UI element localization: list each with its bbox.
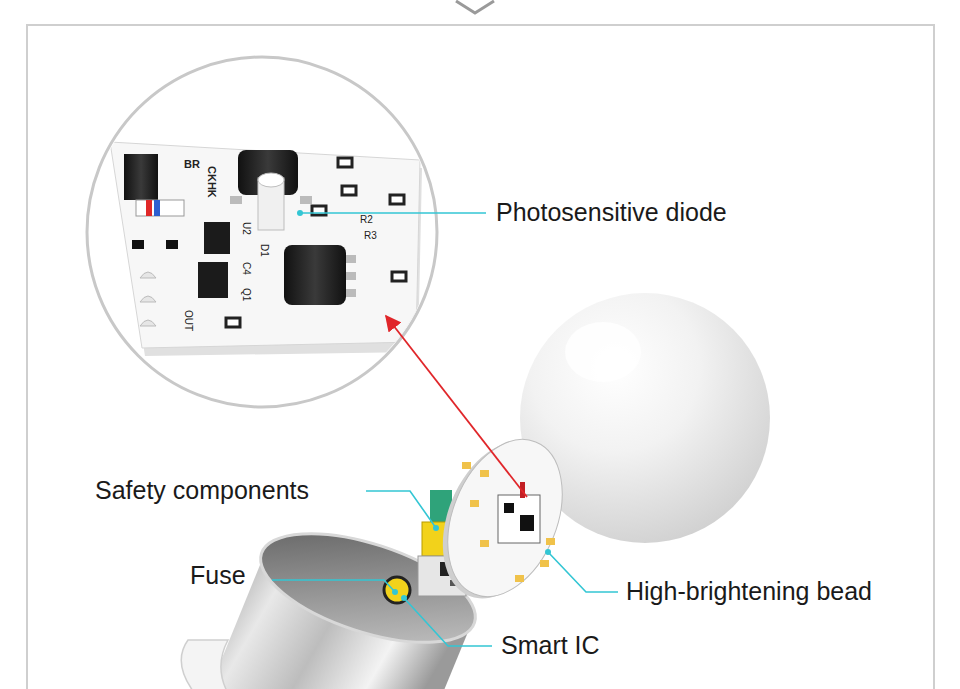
magnifier <box>390 195 404 204</box>
led-disc <box>504 503 514 513</box>
callout-label: Fuse <box>190 561 246 590</box>
led-disc <box>520 515 534 531</box>
silkscreen-label: BR <box>184 158 200 171</box>
led-disc <box>480 470 489 477</box>
magnifier <box>132 240 144 249</box>
magnifier <box>87 57 437 407</box>
silkscreen-label: R2 <box>360 214 373 226</box>
magnifier <box>230 196 242 204</box>
frame <box>27 25 934 689</box>
silkscreen-label: C4 <box>241 262 253 275</box>
leader-dots <box>401 595 407 601</box>
silkscreen-label: Q1 <box>241 288 253 301</box>
magnifier <box>198 262 228 298</box>
leader-lines <box>272 580 395 592</box>
magnifier <box>87 57 437 407</box>
leader-lines <box>548 552 618 592</box>
led-disc <box>498 495 540 543</box>
bulb-housing <box>181 640 232 689</box>
zoom-arrow <box>386 316 527 497</box>
led-disc <box>546 538 555 545</box>
callout-label: Smart IC <box>501 631 600 660</box>
zoom-arrow <box>386 316 527 497</box>
led-disc <box>421 422 584 615</box>
magnifier <box>110 142 422 356</box>
magnifier <box>226 318 240 327</box>
leader-lines <box>404 598 492 646</box>
bulb-housing <box>181 512 488 689</box>
led-disc <box>515 575 524 582</box>
magnifier <box>146 200 152 216</box>
silkscreen-label: U2 <box>241 222 253 235</box>
callout-label: Photosensitive diode <box>496 198 727 227</box>
silkscreen-label: D1 <box>259 244 271 257</box>
magnifier <box>338 158 352 167</box>
callout-label: Safety components <box>95 476 309 505</box>
magnifier <box>166 240 178 249</box>
magnifier <box>258 173 284 187</box>
led-disc <box>540 560 549 567</box>
frame <box>456 1 494 13</box>
leader-lines <box>366 491 436 528</box>
silkscreen-label: CKHK <box>205 166 218 198</box>
silkscreen-label: R3 <box>364 230 377 242</box>
magnifier <box>342 186 356 195</box>
frame <box>27 1 934 689</box>
led-disc <box>480 540 489 547</box>
led-disc <box>462 462 471 469</box>
leader-dots <box>433 525 439 531</box>
leader-dots <box>545 549 551 555</box>
leader-lines <box>300 212 486 214</box>
magnifier <box>392 272 406 281</box>
led-disc <box>426 422 584 613</box>
leader-dots <box>392 589 398 595</box>
magnifier <box>346 289 356 297</box>
magnifier <box>204 222 230 254</box>
leader-lines <box>272 213 618 646</box>
magnifier <box>346 255 356 263</box>
leader-dots <box>297 210 551 601</box>
callout-label: High-brightening bead <box>626 577 872 606</box>
magnifier <box>136 200 184 216</box>
leader-dots <box>297 210 303 216</box>
magnifier <box>284 245 346 305</box>
magnifier <box>346 272 356 280</box>
magnifier <box>154 200 160 216</box>
bulb-globe <box>565 322 641 382</box>
silkscreen-label: OUT <box>183 310 195 331</box>
magnifier <box>110 142 420 348</box>
magnifier <box>124 154 158 200</box>
magnifier <box>140 272 156 326</box>
led-disc <box>470 500 479 507</box>
magnifier <box>300 196 312 204</box>
driver-board <box>384 577 410 603</box>
